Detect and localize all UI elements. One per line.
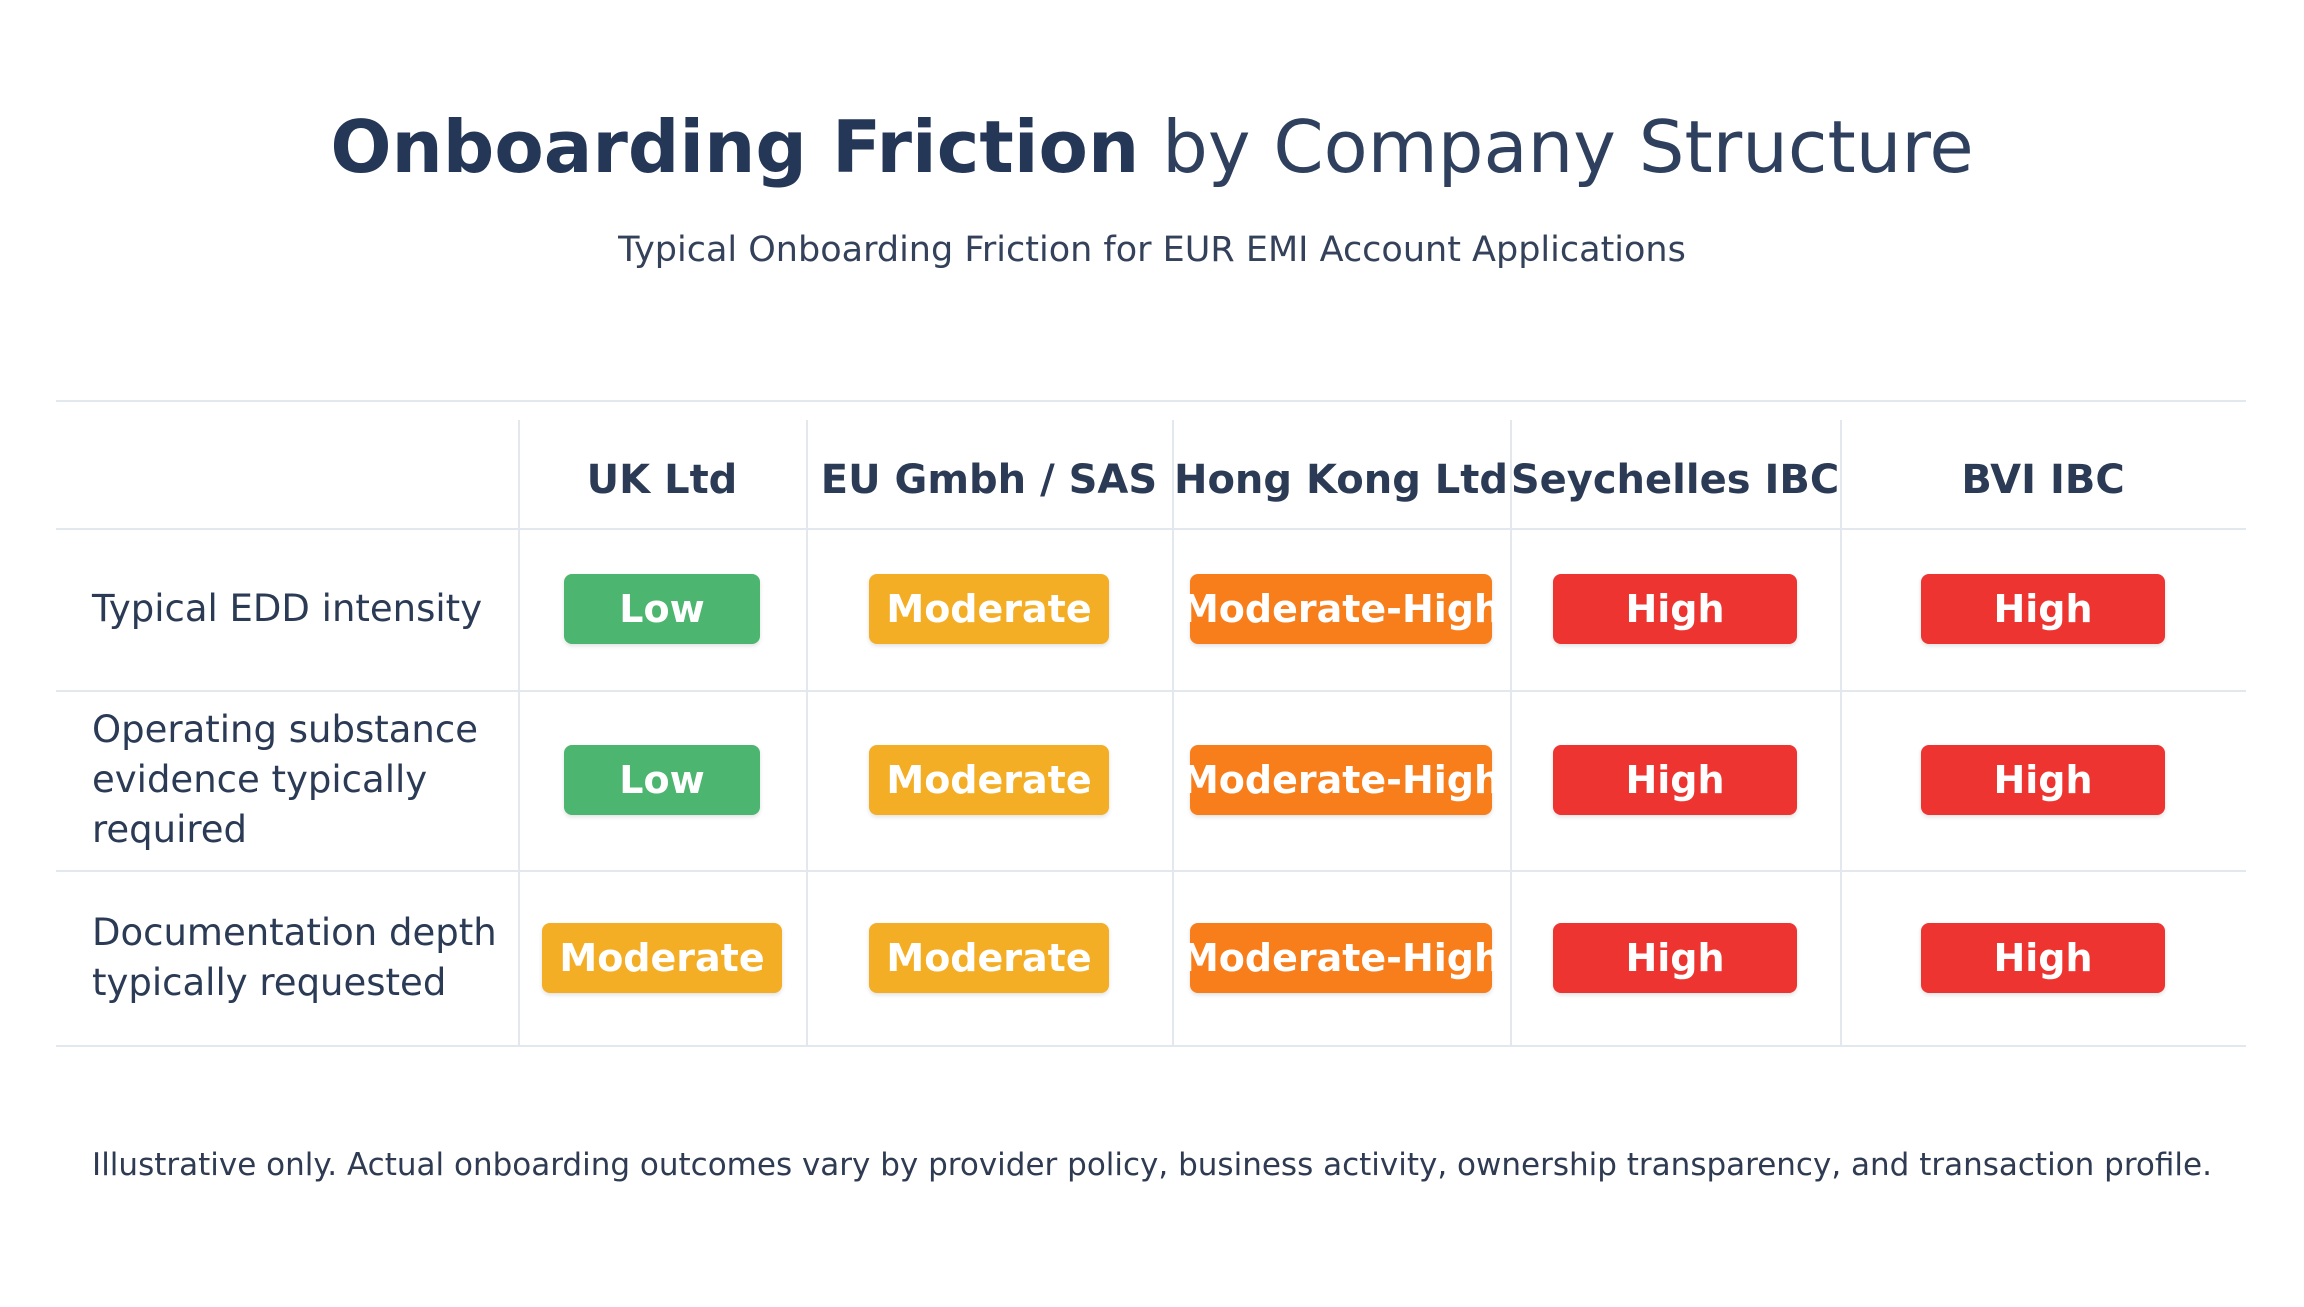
friction-badge: Low (564, 574, 760, 644)
friction-badge: High (1921, 745, 2165, 815)
friction-badge: High (1921, 922, 2165, 993)
chart-title: Onboarding Friction by Company Structure (0, 92, 2304, 202)
friction-badge: Moderate-High (1181, 574, 1501, 644)
column-header: BVI IBC (1961, 457, 2125, 503)
column-divider (1172, 420, 1174, 1045)
row-label: Typical EDD intensity (92, 587, 483, 630)
chart-title-rest: by Company Structure (1162, 105, 1974, 189)
chart-subtitle: Typical Onboarding Friction for EUR EMI … (618, 230, 1686, 270)
column-header: Hong Kong Ltd (1173, 457, 1509, 503)
friction-badge: Moderate (542, 922, 782, 993)
column-divider (806, 420, 808, 1045)
friction-badge: High (1553, 574, 1797, 644)
column-divider (518, 420, 520, 1045)
friction-badge: Moderate (869, 574, 1109, 644)
friction-badge: Moderate-High (1181, 745, 1501, 815)
friction-badge: Moderate-High (1181, 922, 1501, 993)
friction-badge: Moderate (869, 922, 1109, 993)
row-divider (56, 870, 2246, 872)
friction-badge: Moderate (869, 745, 1109, 815)
column-header: EU Gmbh / SAS (820, 457, 1158, 503)
row-divider (56, 1045, 2246, 1047)
row-divider (56, 690, 2246, 692)
chart-title-emphasis: Onboarding Friction (330, 105, 1140, 189)
friction-badge: High (1921, 574, 2165, 644)
friction-badge: Low (564, 745, 760, 815)
column-header: Seychelles IBC (1510, 457, 1840, 503)
row-divider (56, 528, 2246, 530)
column-divider (1510, 420, 1512, 1045)
column-header: UK Ltd (586, 457, 738, 503)
friction-badge: High (1553, 745, 1797, 815)
row-divider (56, 400, 2246, 402)
footnote: Illustrative only. Actual onboarding out… (92, 1147, 2212, 1183)
friction-badge: High (1553, 922, 1797, 993)
column-divider (1840, 420, 1842, 1045)
